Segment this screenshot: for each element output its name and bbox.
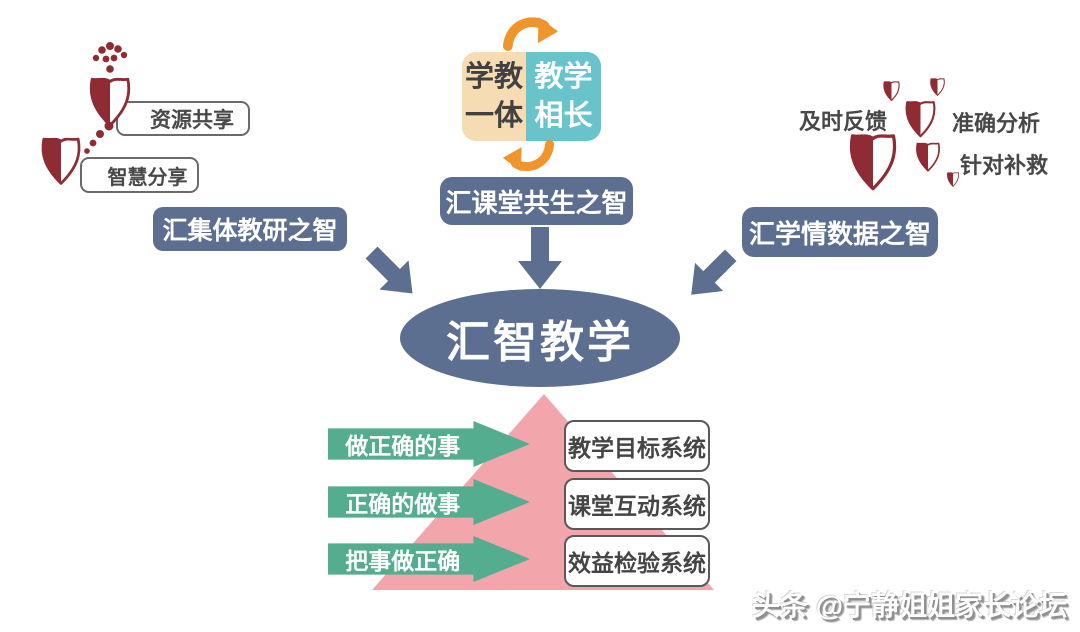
watermark: 头条 @宁静姐姐家长论坛 bbox=[752, 584, 1067, 624]
shield-icon bbox=[38, 135, 84, 187]
system-box-1: 教学目标系统 bbox=[564, 420, 710, 472]
shield-icon bbox=[845, 131, 901, 193]
concept-line: 教学 bbox=[534, 60, 593, 93]
tag-accurate-analysis: 准确分析 bbox=[952, 106, 1040, 138]
system-text: 教学目标系统 bbox=[568, 435, 706, 461]
watermark-text: 头条 @宁静姐姐家长论坛 bbox=[752, 590, 1068, 621]
concept-box-jiaoxue-xiangzhang: 教学 相长 bbox=[526, 52, 601, 141]
tag-text: 资源共享 bbox=[150, 108, 234, 132]
concept-box-xuejiao-yiti: 学教 一体 bbox=[462, 52, 526, 141]
block-arrow-down-left-icon bbox=[677, 241, 745, 309]
tag-text: 智慧分享 bbox=[107, 166, 188, 189]
shield-icon bbox=[903, 99, 938, 139]
cycle-arrow-bottom-icon bbox=[500, 139, 556, 175]
tag-timely-feedback: 及时反馈 bbox=[799, 104, 887, 136]
concept-line: 一体 bbox=[464, 99, 523, 132]
tag-resource-sharing: 资源共享 bbox=[116, 101, 250, 136]
system-box-2: 课堂互动系统 bbox=[564, 478, 710, 530]
cycle-arrow-top-icon bbox=[502, 13, 560, 52]
branch-label-text: 汇集体教研之智 bbox=[162, 217, 338, 245]
system-text: 课堂互动系统 bbox=[568, 493, 706, 519]
shield-icon bbox=[882, 80, 901, 102]
branch-label-text: 汇课堂共生之智 bbox=[445, 187, 628, 218]
dots-cluster-icon bbox=[92, 42, 128, 73]
block-arrow-down-right-icon bbox=[356, 237, 428, 309]
tag-text: 及时反馈 bbox=[799, 109, 888, 134]
shield-icon bbox=[946, 171, 960, 188]
hub-ellipse: 汇智教学 bbox=[400, 289, 680, 387]
system-text: 效益检验系统 bbox=[568, 550, 706, 576]
tag-text: 准确分析 bbox=[952, 111, 1041, 136]
tag-targeted-remedy: 针对补救 bbox=[960, 148, 1048, 180]
tag-text: 针对补救 bbox=[960, 153, 1049, 178]
dots-trail-icon bbox=[84, 121, 114, 154]
branch-label-data: 汇学情数据之智 bbox=[742, 207, 938, 257]
principle-text: 做正确的事 bbox=[345, 433, 461, 459]
concept-line: 学教 bbox=[464, 60, 523, 93]
hub-title: 汇智教学 bbox=[446, 318, 634, 367]
branch-label-research: 汇集体教研之智 bbox=[153, 207, 347, 251]
concept-line: 相长 bbox=[534, 99, 593, 132]
principle-text: 把事做正确 bbox=[345, 548, 461, 574]
block-arrow-down-icon bbox=[518, 227, 562, 289]
shield-icon bbox=[929, 77, 946, 97]
shield-icon bbox=[914, 141, 942, 173]
branch-label-text: 汇学情数据之智 bbox=[748, 218, 931, 249]
system-box-3: 效益检验系统 bbox=[564, 535, 710, 587]
principle-text: 正确的做事 bbox=[345, 491, 461, 517]
tag-wisdom-sharing: 智慧分享 bbox=[80, 157, 199, 193]
branch-label-classroom: 汇课堂共生之智 bbox=[440, 177, 633, 225]
